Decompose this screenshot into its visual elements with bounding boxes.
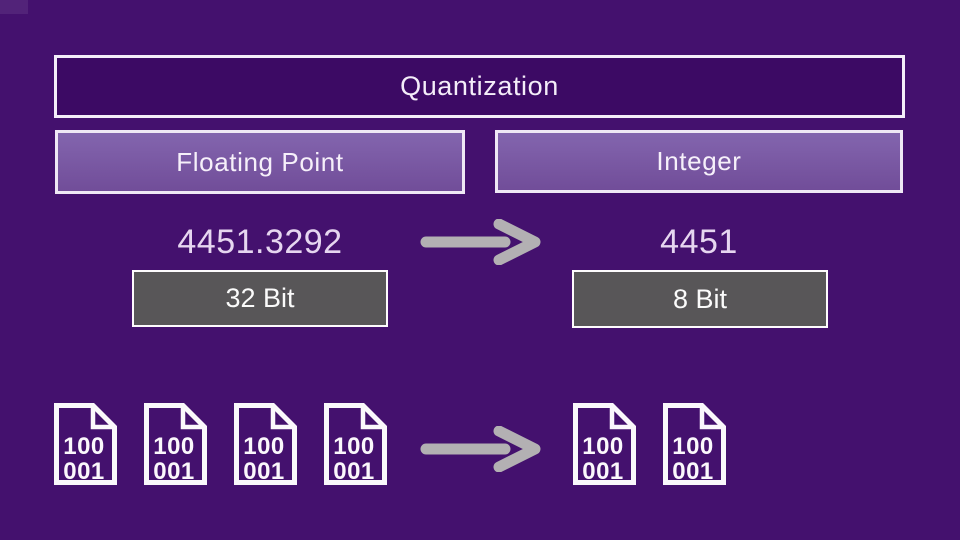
binary-line-2: 001 <box>672 458 714 485</box>
binary-line-2: 001 <box>63 458 105 485</box>
binary-line-1: 100 <box>243 433 285 460</box>
bit-8-label: 8 Bit <box>672 283 728 314</box>
binary-file-icon: 100 001 <box>324 403 387 485</box>
binary-line-2: 001 <box>243 458 285 485</box>
integer-box: Integer <box>495 130 903 193</box>
binary-line-1: 100 <box>672 433 714 460</box>
title-box: Quantization <box>54 55 905 118</box>
title-label: Quantization <box>400 71 559 101</box>
bit-32-box: 32 Bit <box>132 270 388 327</box>
binary-line-2: 001 <box>153 458 195 485</box>
binary-line-1: 100 <box>63 433 105 460</box>
binary-line-2: 001 <box>582 458 624 485</box>
file-group-8bit: 100 001 100 001 <box>572 402 727 486</box>
bit-32-label: 32 Bit <box>225 283 295 313</box>
binary-file-icon: 100 001 <box>663 403 726 485</box>
binary-file-icon: 100 001 <box>54 403 117 485</box>
corner-artifact <box>0 0 28 14</box>
binary-line-2: 001 <box>333 458 375 485</box>
binary-file-icon: 100 001 <box>144 403 207 485</box>
binary-file-icon: 100 001 <box>573 403 636 485</box>
integer-label: Integer <box>656 146 742 176</box>
binary-line-1: 100 <box>582 433 624 460</box>
floating-point-label: Floating Point <box>176 146 344 177</box>
float-value: 4451.3292 <box>177 222 343 261</box>
bit-8-box: 8 Bit <box>572 270 828 328</box>
binary-line-1: 100 <box>333 433 375 460</box>
arrow-right-icon <box>420 219 541 265</box>
arrow-right-icon <box>420 426 541 472</box>
floating-point-box: Floating Point <box>55 130 465 194</box>
file-group-32bit: 100 001 100 001 100 001 100 001 <box>53 402 388 486</box>
integer-value: 4451 <box>660 222 738 261</box>
binary-line-1: 100 <box>153 433 195 460</box>
binary-file-icon: 100 001 <box>234 403 297 485</box>
